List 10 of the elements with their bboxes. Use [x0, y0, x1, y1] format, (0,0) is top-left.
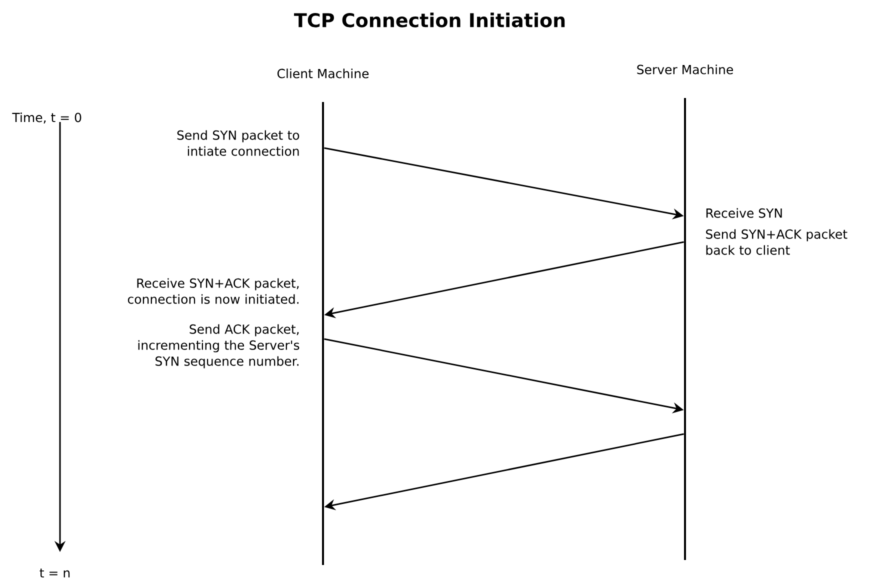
note: Receive SYN+ACK packet, connection is now initiated.: [128, 278, 299, 304]
node-label: Server Machine: [637, 64, 733, 74]
note: Send SYN+ACK packet back to client: [706, 229, 848, 255]
note: Receive SYN: [706, 208, 782, 218]
note: Send SYN packet to intiate connection: [177, 130, 300, 156]
title: TCP Connection Initiation: [294, 12, 565, 28]
note: t = n: [40, 568, 70, 578]
note: Time, t = 0: [12, 112, 82, 124]
node-label: Client Machine: [277, 68, 369, 78]
note: Send ACK packet, incrementing the Server's SYN sequence number.: [138, 324, 300, 368]
